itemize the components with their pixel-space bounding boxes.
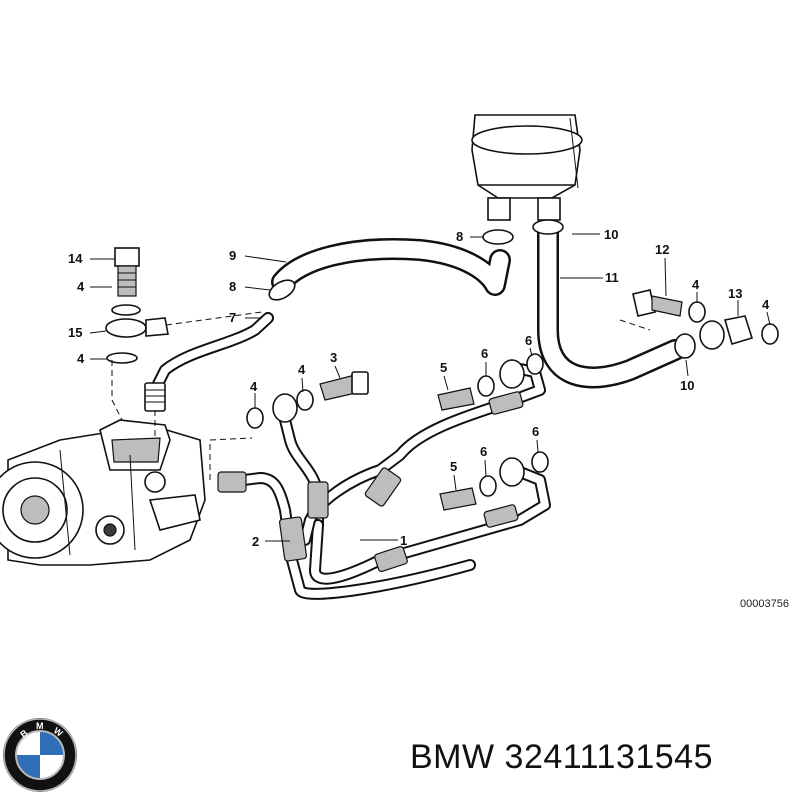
callout-8-a: 8 xyxy=(229,279,236,294)
callout-5-a: 5 xyxy=(440,360,447,375)
callout-4-c: 4 xyxy=(77,279,85,294)
callout-3: 3 xyxy=(330,350,337,365)
svg-text:M: M xyxy=(36,721,44,731)
callout-2: 2 xyxy=(252,534,259,549)
banjo-assembly-right xyxy=(632,289,779,350)
callout-7: 7 xyxy=(229,310,236,325)
banjo-assembly-middle xyxy=(246,353,549,511)
callout-14: 14 xyxy=(68,251,83,266)
assembly-guide-lines xyxy=(111,311,651,480)
callout-10-a: 10 xyxy=(604,227,618,242)
fluid-reservoir xyxy=(471,114,583,221)
callout-15: 15 xyxy=(68,325,82,340)
pipe-7 xyxy=(144,312,274,412)
callout-6-d: 6 xyxy=(532,424,539,439)
bmw-logo: B M W xyxy=(3,718,77,792)
callout-4-d: 4 xyxy=(77,351,85,366)
callout-4-e: 4 xyxy=(692,277,700,292)
hose-9 xyxy=(271,238,511,296)
pipe-fittings xyxy=(217,391,524,573)
callout-4-b: 4 xyxy=(298,362,306,377)
hose-11 xyxy=(537,221,686,389)
svg-text:B: B xyxy=(18,727,29,739)
callout-9: 9 xyxy=(229,248,236,263)
hose-clamps xyxy=(268,219,696,359)
callout-8-b: 8 xyxy=(456,229,463,244)
diagram-reference-code: 00003756 xyxy=(740,598,789,610)
callout-5-b: 5 xyxy=(450,459,457,474)
callout-4-a: 4 xyxy=(250,379,258,394)
banjo-assembly-left xyxy=(105,247,169,364)
steering-pump xyxy=(0,419,206,566)
callout-6-a: 6 xyxy=(481,346,488,361)
callout-13: 13 xyxy=(728,286,742,301)
callout-6-b: 6 xyxy=(480,444,487,459)
callout-11: 11 xyxy=(605,270,619,285)
callout-4-f: 4 xyxy=(762,297,770,312)
part-number-text: BMW 32411131545 xyxy=(410,738,713,776)
callout-12: 12 xyxy=(655,242,669,257)
callout-6-c: 6 xyxy=(525,333,532,348)
callout-labels: 1 2 3 4 4 4 4 4 4 5 5 6 6 6 6 7 8 8 9 10… xyxy=(68,227,770,549)
callout-10-b: 10 xyxy=(680,378,694,393)
callout-1: 1 xyxy=(400,533,407,548)
callout-leaders xyxy=(89,233,771,542)
